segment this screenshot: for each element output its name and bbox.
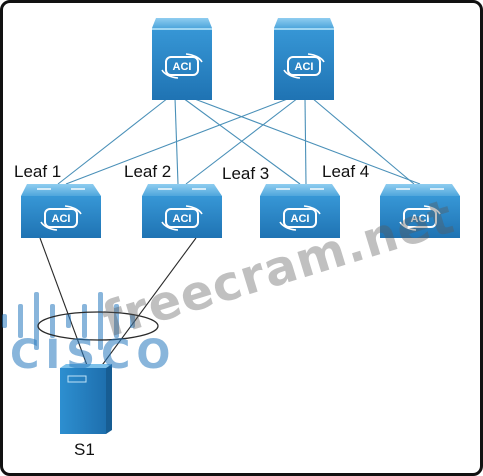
leaf-label-3: Leaf 3 — [222, 164, 270, 183]
aci-badge-label: ACI — [295, 61, 314, 73]
aci-badge-label: ACI — [173, 61, 192, 73]
link-spine2-leaf2 — [185, 97, 299, 185]
aci-badge-label: ACI — [291, 213, 310, 225]
cisco-logo-text: CISCO — [10, 332, 177, 378]
leaf-label-4: Leaf 4 — [322, 162, 370, 181]
leaf-switch-1: ACI — [21, 184, 101, 238]
server-label: S1 — [74, 440, 95, 459]
leaf-switch-2: ACI — [142, 184, 222, 238]
fabric-links — [57, 97, 421, 185]
leaf-switch-4: ACI — [380, 184, 460, 238]
link-leaf1-s1 — [39, 237, 89, 369]
aci-badge-label: ACI — [411, 213, 430, 225]
server-icon — [60, 364, 112, 434]
link-spine2-leaf1 — [65, 97, 291, 185]
aci-badge-label: ACI — [52, 213, 71, 225]
server-links — [39, 237, 197, 369]
link-spine2-leaf3 — [304, 97, 307, 185]
leaf-label-2: Leaf 2 — [124, 162, 172, 181]
spine-switch-1: ACI — [152, 18, 212, 100]
leaf-label-1: Leaf 1 — [14, 162, 62, 181]
link-spine1-leaf1 — [57, 97, 169, 185]
port-channel-ellipse — [37, 311, 159, 341]
spine-switch-2: ACI — [274, 18, 334, 100]
aci-badge-label: ACI — [173, 213, 192, 225]
link-spine2-leaf4 — [311, 97, 415, 185]
leaf-switch-3: ACI — [260, 184, 340, 238]
link-leaf2-s1 — [99, 237, 197, 369]
